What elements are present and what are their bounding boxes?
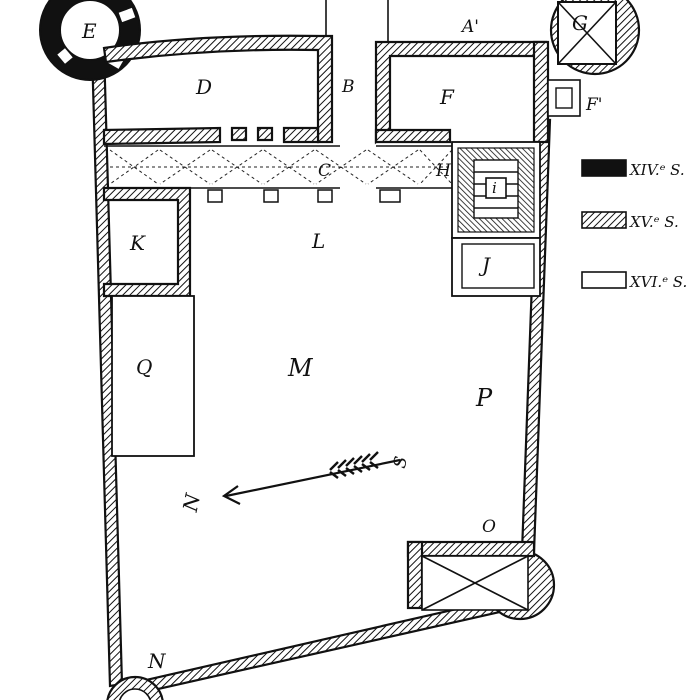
west-rooms	[102, 186, 195, 457]
legend-swatch-xvi	[581, 271, 627, 289]
label-stair-mark: i	[492, 179, 497, 197]
label-room-f: F	[439, 85, 455, 109]
label-tower-o: O	[482, 517, 496, 537]
label-gallery-c: C	[318, 161, 331, 181]
label-l: L	[311, 229, 325, 253]
compass-label-south: S	[390, 455, 412, 471]
label-room-q: Q	[136, 355, 152, 379]
compass-label-north: N	[178, 490, 206, 515]
plan-labels: E D B A' F G F' C H i L K J Q M P O N N …	[81, 11, 602, 673]
label-room-k: K	[129, 231, 146, 255]
tower-g	[549, 0, 641, 76]
label-tower-e: E	[81, 19, 97, 43]
stair-block	[451, 141, 541, 297]
tower-o	[406, 540, 556, 621]
label-passage-b: B	[341, 77, 355, 97]
north-range	[102, 0, 581, 203]
label-tower-n: N	[147, 649, 167, 673]
label-room-d: D	[195, 75, 212, 99]
legend: XIV.ᵉ S. XV.ᵉ S. XVI.ᵉ S.	[581, 159, 687, 291]
label-tower-g: G	[572, 11, 588, 35]
legend-swatch-xv	[581, 211, 627, 229]
label-p: P	[475, 384, 493, 412]
label-f-prime: F'	[585, 95, 602, 115]
label-a-prime: A'	[460, 17, 479, 37]
compass-arrow	[221, 451, 401, 505]
legend-swatch-xiv	[581, 159, 627, 177]
legend-label-xvi: XVI.ᵉ S.	[629, 273, 687, 291]
legend-label-xv: XV.ᵉ S.	[629, 213, 679, 231]
tower-n	[106, 675, 164, 700]
label-courtyard-m: M	[287, 354, 314, 382]
label-room-j: J	[478, 253, 491, 277]
legend-label-xiv: XIV.ᵉ S.	[629, 161, 685, 179]
label-h: H	[435, 161, 452, 181]
